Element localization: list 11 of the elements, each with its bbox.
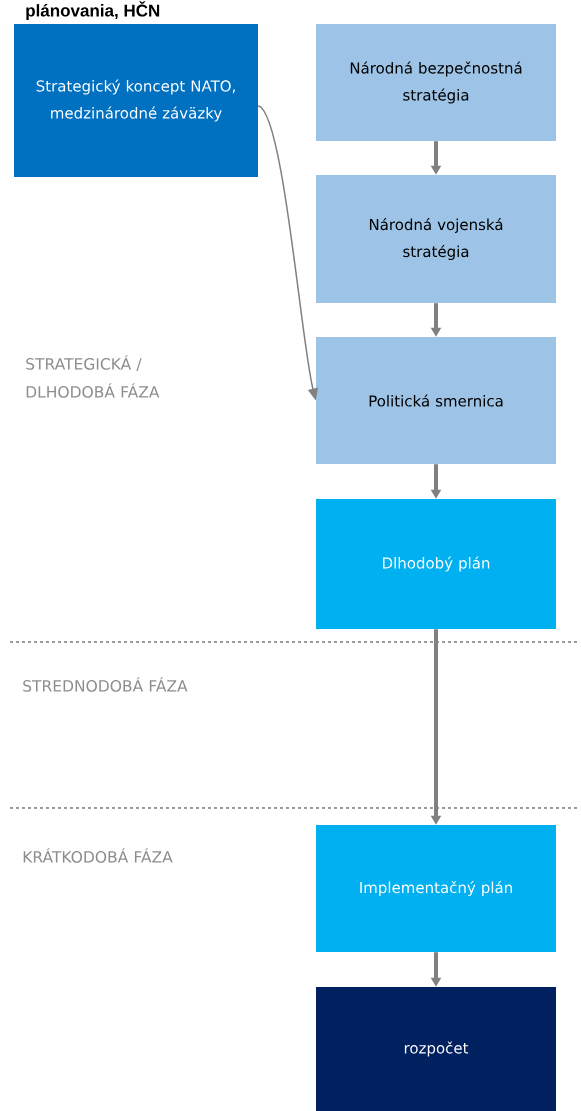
process-box: Politická smernica <box>316 337 556 464</box>
process-box: Dlhodobý plán <box>316 499 556 629</box>
process-box: Národná vojenská stratégia <box>316 175 556 303</box>
phase-label: KRÁTKODOBÁ FÁZA <box>23 848 173 863</box>
process-box: Národná bezpečnostná stratégia <box>316 24 556 141</box>
process-box: rozpočet <box>316 987 556 1111</box>
process-box: Strategický koncept NATO, medzinárodné záväzky <box>14 24 258 177</box>
phase-label: STRATEGICKÁ / DLHODOBÁ FÁZA <box>26 355 160 398</box>
process-box: Implementačný plán <box>316 825 556 952</box>
title: plánovania, HČN <box>26 1 160 20</box>
phase-label: STREDNODOBÁ FÁZA <box>23 677 188 692</box>
